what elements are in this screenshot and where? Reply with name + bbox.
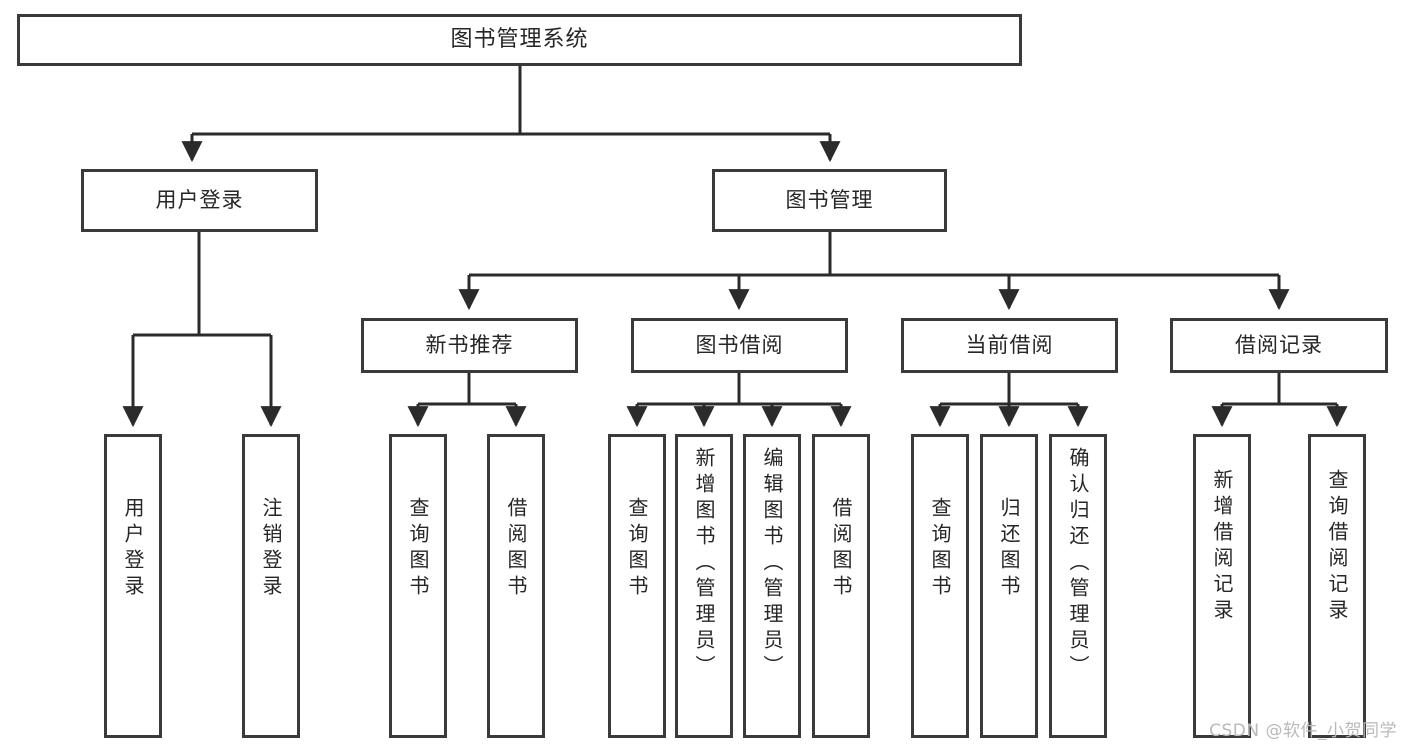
node-user-login[interactable]: 用户登录: [81, 169, 318, 232]
node-borrow-records[interactable]: 借阅记录: [1170, 318, 1388, 373]
node-label: 用户登录: [155, 188, 244, 213]
node-root-system[interactable]: 图书管理系统: [17, 14, 1022, 66]
node-label: 查询图书: [406, 497, 430, 601]
node-label: 当前借阅: [965, 333, 1054, 358]
watermark-text: CSDN @软件_小贺同学: [1209, 721, 1397, 741]
node-label: 查询图书: [928, 497, 952, 601]
node-label: 归还图书: [997, 497, 1021, 601]
leaf-return-book[interactable]: 归还图书: [980, 434, 1038, 738]
node-label: 新增图书（管理员）: [692, 447, 716, 681]
node-current-borrow[interactable]: 当前借阅: [901, 318, 1118, 373]
node-label: 编辑图书（管理员）: [760, 447, 784, 681]
node-label: 注销登录: [259, 497, 283, 601]
leaf-query-borrow-record[interactable]: 查询借阅记录: [1308, 434, 1366, 738]
node-label: 查询图书: [625, 497, 649, 601]
node-book-borrow[interactable]: 图书借阅: [631, 318, 848, 373]
node-label: 用户登录: [121, 497, 145, 601]
leaf-user-login[interactable]: 用户登录: [104, 434, 162, 738]
node-label: 图书管理: [785, 188, 874, 213]
leaf-borrow-book-recommend[interactable]: 借阅图书: [487, 434, 545, 738]
node-label: 图书借阅: [695, 333, 784, 358]
leaf-add-book-admin[interactable]: 新增图书（管理员）: [675, 434, 733, 738]
node-new-book-recommend[interactable]: 新书推荐: [361, 318, 578, 373]
leaf-query-book-recommend[interactable]: 查询图书: [389, 434, 447, 738]
node-label: 图书管理系统: [450, 27, 589, 53]
node-label: 查询借阅记录: [1325, 469, 1349, 625]
leaf-confirm-return-admin[interactable]: 确认归还（管理员）: [1049, 434, 1107, 738]
leaf-query-book-current[interactable]: 查询图书: [911, 434, 969, 738]
leaf-add-borrow-record[interactable]: 新增借阅记录: [1193, 434, 1251, 738]
leaf-query-book-borrow[interactable]: 查询图书: [608, 434, 666, 738]
leaf-edit-book-admin[interactable]: 编辑图书（管理员）: [743, 434, 801, 738]
leaf-logout-login[interactable]: 注销登录: [242, 434, 300, 738]
node-label: 新书推荐: [425, 333, 514, 358]
leaf-borrow-book[interactable]: 借阅图书: [812, 434, 870, 738]
node-label: 新增借阅记录: [1210, 469, 1234, 625]
node-label: 确认归还（管理员）: [1066, 447, 1090, 681]
node-book-management[interactable]: 图书管理: [712, 169, 947, 232]
node-label: 借阅记录: [1235, 333, 1323, 358]
node-label: 借阅图书: [504, 497, 528, 601]
node-label: 借阅图书: [829, 497, 853, 601]
